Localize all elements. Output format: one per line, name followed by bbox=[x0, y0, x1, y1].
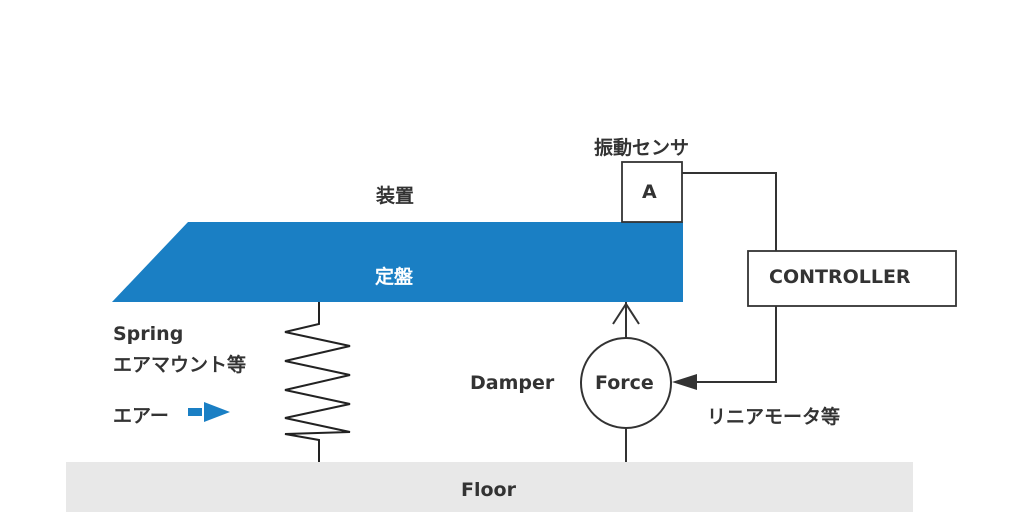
force-arrowhead bbox=[612, 302, 640, 325]
control-wire bbox=[697, 306, 777, 383]
actuator-label: リニアモータ等 bbox=[707, 406, 841, 428]
air-mount-label: エアマウント等 bbox=[113, 354, 247, 376]
sensor-wire bbox=[682, 172, 777, 251]
surface-plate-label: 定盤 bbox=[375, 266, 414, 288]
control-arrowhead bbox=[672, 374, 697, 390]
spring bbox=[284, 302, 351, 462]
controller-box bbox=[747, 250, 957, 307]
controller-label: CONTROLLER bbox=[769, 266, 911, 288]
sensor-label: 振動センサ bbox=[594, 137, 690, 159]
sensor-box bbox=[621, 161, 683, 223]
equipment-label: 装置 bbox=[376, 185, 415, 207]
sensor-box-label: A bbox=[642, 181, 657, 203]
surface-plate bbox=[112, 222, 683, 302]
floor bbox=[66, 462, 913, 512]
damper-label: Damper bbox=[470, 372, 555, 394]
floor-label: Floor bbox=[461, 479, 516, 501]
air-arrow-shaft bbox=[188, 408, 202, 416]
spring-label: Spring bbox=[113, 323, 184, 345]
air-arrow-icon bbox=[204, 402, 230, 422]
air-label: エアー bbox=[113, 405, 169, 427]
force-label: Force bbox=[595, 372, 654, 394]
